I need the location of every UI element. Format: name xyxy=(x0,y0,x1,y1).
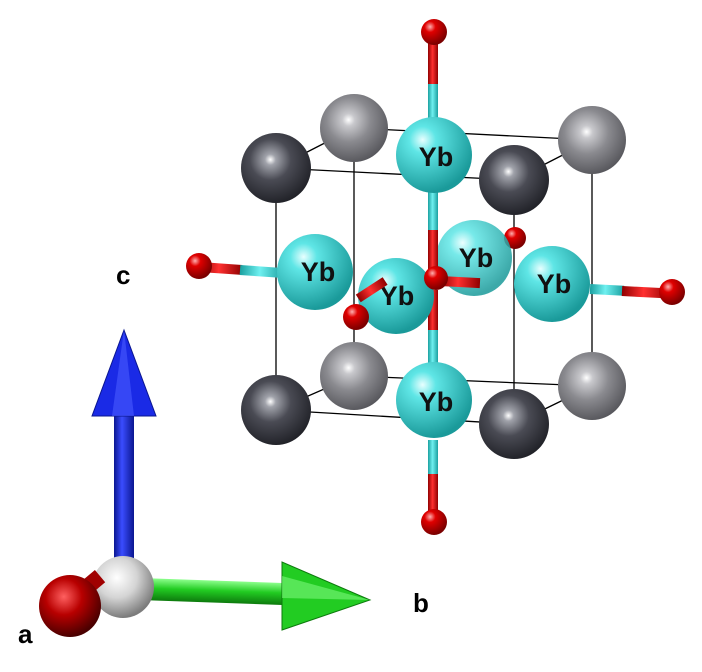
yb-label: Yb xyxy=(537,269,572,299)
yb-atom-top: Yb xyxy=(396,117,472,193)
bond-o xyxy=(428,474,438,522)
yb-label: Yb xyxy=(301,257,336,287)
bond-yb xyxy=(428,330,438,370)
bond-yb xyxy=(428,440,438,474)
b-axis-highlight xyxy=(282,576,370,600)
yb-atom-bottom: Yb xyxy=(396,362,472,438)
corner-atom xyxy=(558,106,626,174)
yb-atom xyxy=(396,117,472,193)
yb-atom xyxy=(277,234,353,310)
axis-triad: c b a xyxy=(18,260,429,649)
oxygen-atom xyxy=(186,253,212,279)
corner-atom xyxy=(320,342,388,410)
yb-atom xyxy=(396,362,472,438)
oxygen-atom xyxy=(421,19,447,45)
corner-atom xyxy=(558,352,626,420)
yb-atom-right: Yb xyxy=(514,246,590,322)
oxygen-atoms-outer xyxy=(186,19,685,535)
cell-edge xyxy=(353,375,593,387)
bond-yb xyxy=(428,84,438,118)
bond-o xyxy=(428,290,438,330)
oxygen-atom xyxy=(504,227,526,249)
cell-edge xyxy=(275,409,515,425)
cell-edge xyxy=(275,167,515,181)
bond-o xyxy=(439,276,481,289)
vertical-bonds xyxy=(428,32,438,522)
unit-cell-edges xyxy=(275,127,593,425)
bond-o xyxy=(621,286,671,299)
bond-o xyxy=(428,230,438,270)
yb-label: Yb xyxy=(419,387,454,417)
c-axis-highlight xyxy=(112,330,134,416)
corner-atoms-front xyxy=(241,133,549,459)
oxygen-atom xyxy=(421,509,447,535)
bond-o xyxy=(428,32,438,84)
c-axis-label: c xyxy=(116,260,130,290)
yb-atom xyxy=(358,258,434,334)
b-axis-shaft xyxy=(139,578,291,606)
bond-yb xyxy=(589,284,625,296)
a-axis-arrowhead xyxy=(39,575,101,637)
c-axis-shaft xyxy=(114,412,134,562)
corner-atom xyxy=(320,94,388,162)
bond-yb xyxy=(428,190,438,230)
cell-edge xyxy=(353,127,593,141)
yb-atom-front: Yb xyxy=(358,258,434,334)
axis-origin-sphere xyxy=(92,556,154,618)
oxygen-atom xyxy=(659,279,685,305)
bond-o xyxy=(355,277,388,303)
corner-atoms-back xyxy=(320,94,626,420)
corner-atom xyxy=(479,145,549,215)
yb-label: Yb xyxy=(419,142,454,172)
yb-label: Yb xyxy=(459,243,494,273)
corner-atom xyxy=(479,389,549,459)
yb-atom-left: Yb xyxy=(277,234,353,310)
oxygen-atom xyxy=(343,304,369,330)
a-axis-label: a xyxy=(18,619,33,649)
yb-atom xyxy=(514,246,590,322)
corner-atom xyxy=(241,133,311,203)
corner-atom xyxy=(241,375,311,445)
oxygen-atom-center xyxy=(424,266,448,290)
bond-yb xyxy=(239,265,285,279)
b-axis-label: b xyxy=(413,588,429,618)
